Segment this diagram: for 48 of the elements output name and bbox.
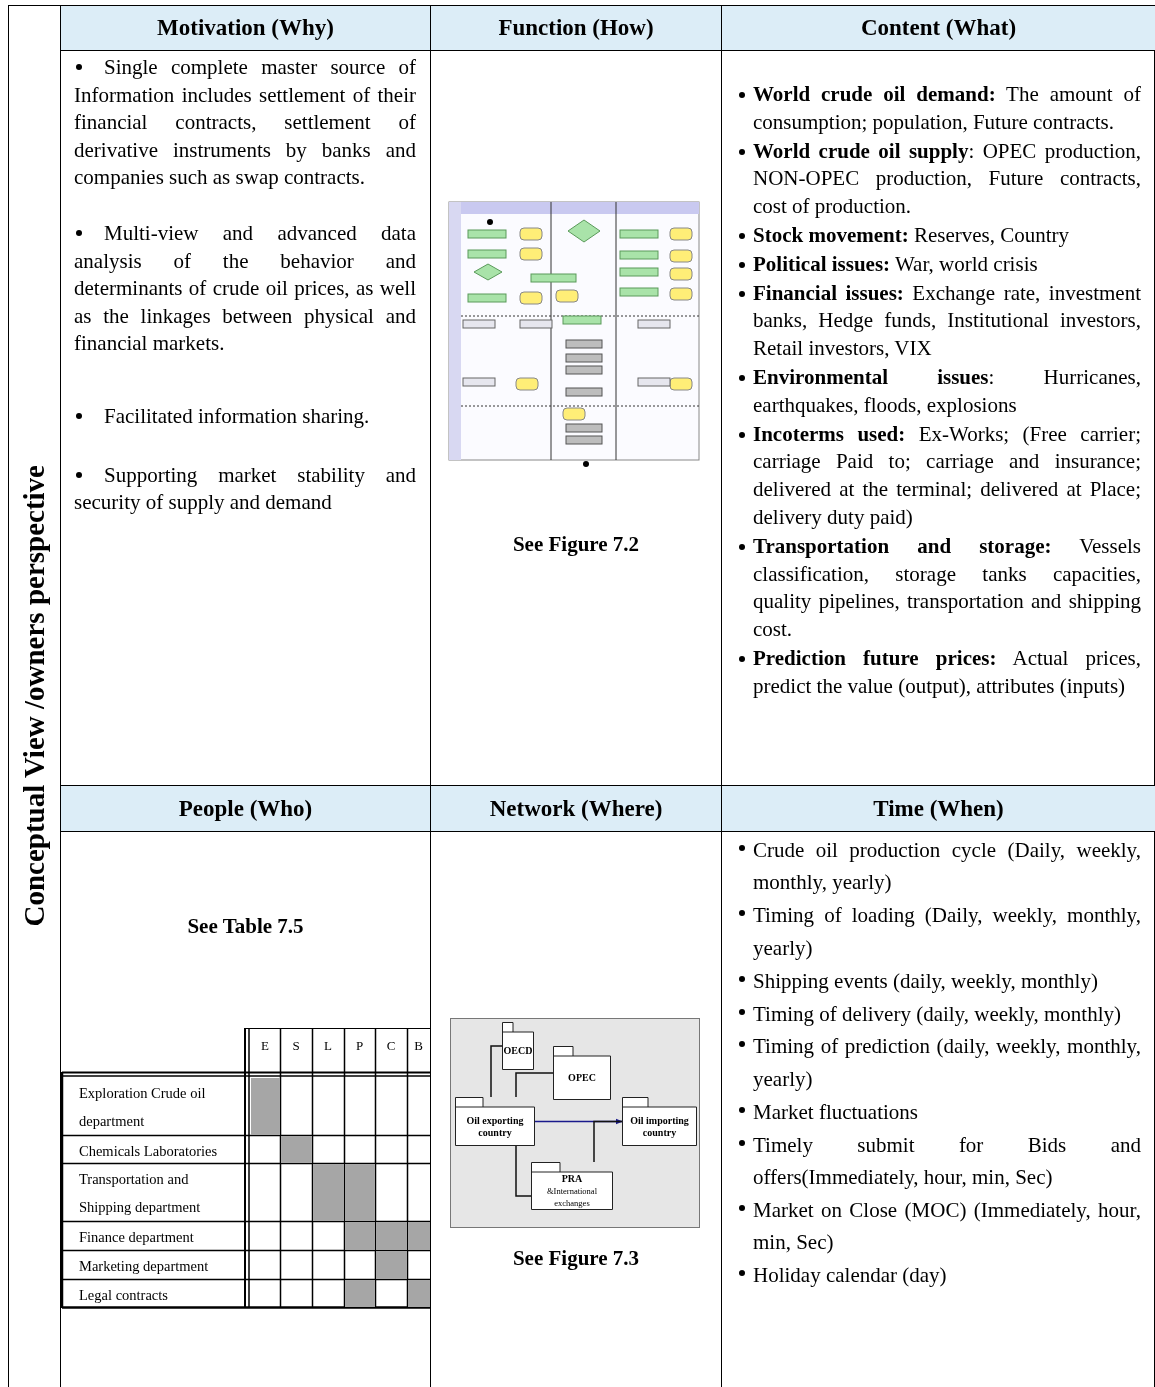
- bullet-text: World crude oil supply: OPEC production, NON-OPEC production, Future contracts, cost of production.: [737, 137, 1141, 221]
- bullet-text: Shipping events (daily, weekly, monthly): [737, 964, 1141, 998]
- row-label: Marketing department: [79, 1257, 210, 1276]
- row-label: Chemicals Laboratories: [79, 1142, 219, 1161]
- column-letter: E: [260, 1038, 270, 1054]
- bullet-text: Timing of delivery (daily, weekly, monthly): [737, 997, 1141, 1030]
- bullet-text: Supporting market stability and security of supply and demand: [74, 461, 416, 517]
- bullet-text: Transportation and storage: Vessels classification, storage tanks capacities, quality pipelines, transportation and shipping cost.: [737, 532, 1141, 644]
- bullet-text: Holiday calendar (day): [737, 1259, 1141, 1292]
- bullet-text: Market fluctuations: [737, 1095, 1141, 1129]
- bullet-text: Prediction future prices: Actual prices, predict the value (output), attributes (inputs): [737, 644, 1141, 701]
- column-header: Motivation (Why): [61, 6, 430, 50]
- figure-reference: See Figure 7.2: [511, 532, 641, 557]
- connector-line: [515, 1072, 554, 1098]
- column-header: Network (Where): [431, 786, 721, 831]
- column-letter: L: [323, 1038, 333, 1054]
- bullet-text: Incoterms used: Ex-Works; (Free carrier; carriage Paid to; carriage and insurance; delivered at the terminal; delivered at Place; delivery duty paid): [737, 420, 1141, 532]
- connector-line: [490, 1045, 503, 1098]
- side-title: Conceptual View /owners perspective: [18, 465, 51, 927]
- connector-line: [593, 1120, 623, 1163]
- bullet-text: Single complete master source of Information includes settlement of their financial contracts, settlement of derivative instruments by banks and companies such as swap contracts.: [74, 54, 416, 192]
- row-label: Exploration Crude oil department: [79, 1084, 207, 1131]
- row-label: Legal contracts: [79, 1286, 169, 1305]
- column-header: People (Who): [61, 786, 430, 831]
- figure-reference: See Figure 7.3: [511, 1246, 641, 1271]
- row-label: Transportation and Shipping department: [79, 1170, 202, 1217]
- column-header: Content (What): [722, 6, 1155, 50]
- bullet-text: Timing of loading (Daily, weekly, monthly, yearly): [737, 899, 1141, 965]
- bullet-text: Timing of prediction (daily, weekly, monthly, yearly): [737, 1030, 1141, 1096]
- bullet-text: Timely submit for Bids and offers(Immediately, hour, min, Sec): [737, 1128, 1141, 1194]
- column-letter: B: [413, 1038, 424, 1054]
- bullet-text: Financial issues: Exchange rate, investment banks, Hedge funds, Institutional investors, Retail investors, VIX: [737, 279, 1141, 363]
- column-header: Function (How): [431, 6, 721, 50]
- column-letter: C: [385, 1038, 397, 1054]
- bullet-text: World crude oil demand: The amount of consumption; population, Future contracts.: [737, 81, 1141, 137]
- bullet-text: Crude oil production cycle (Daily, weekly, monthly, yearly): [737, 834, 1141, 899]
- bullet-text: Market on Close (MOC) (Immediately, hour, min, Sec): [737, 1193, 1141, 1259]
- bullet-text: Facilitated information sharing.: [74, 402, 416, 431]
- bullet-text: Political issues: War, world crisis: [737, 250, 1141, 279]
- table-reference: See Table 7.5: [186, 914, 305, 939]
- column-header: Time (When): [722, 786, 1155, 831]
- bullet-text: Stock movement: Reserves, Country: [737, 222, 1141, 250]
- bullet-text: Multi-view and advanced data analysis of the behavior and determinants of crude oil prices, as well as the linkages between physical and financial markets.: [74, 219, 416, 358]
- column-letter: S: [291, 1038, 301, 1054]
- column-letter: P: [354, 1038, 365, 1054]
- bullet-text: Environmental issues: Hurricanes, earthquakes, floods, explosions: [737, 363, 1141, 420]
- row-label: Finance department: [79, 1228, 195, 1247]
- connector-line: [515, 1145, 532, 1197]
